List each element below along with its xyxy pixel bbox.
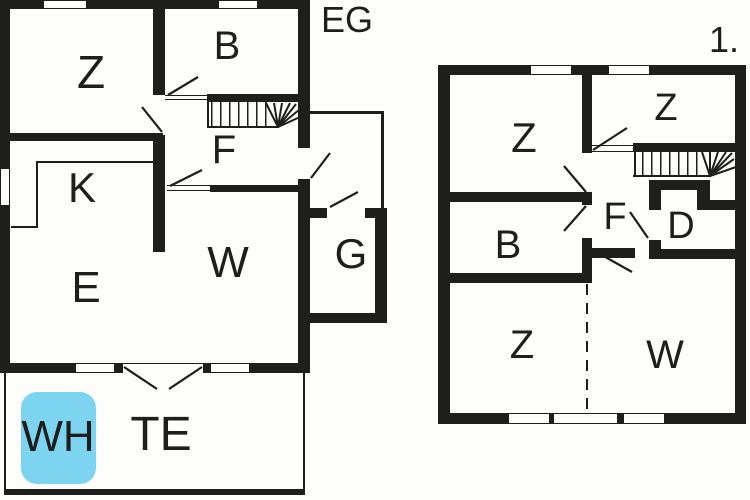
wall	[210, 185, 300, 192]
wall	[0, 133, 163, 141]
terrace-door-opening	[123, 363, 203, 373]
kitchen-partition-line	[36, 161, 38, 228]
wall	[375, 208, 387, 323]
staircase	[642, 152, 698, 176]
door-threshold	[167, 190, 210, 191]
staircase	[211, 102, 268, 127]
wall	[440, 273, 590, 283]
stair-fan-eg	[265, 102, 301, 128]
room-label-hallway: F	[211, 128, 237, 172]
room-label-shower: D	[667, 205, 695, 247]
window	[0, 168, 10, 206]
room-label-bedroom-1: Z	[511, 114, 537, 161]
door-threshold	[165, 95, 207, 96]
wall	[0, 0, 310, 9]
window	[623, 413, 665, 424]
wall	[153, 135, 165, 252]
door-swings-eg	[123, 76, 359, 390]
room-label-hallway-og: F	[603, 196, 627, 238]
door-threshold	[167, 185, 210, 186]
wall	[440, 192, 590, 202]
floor-title-eg: EG	[320, 0, 374, 40]
whirlpool-highlight	[21, 392, 96, 484]
room-label-storage: G	[334, 230, 368, 277]
wall	[649, 249, 746, 259]
door-opening	[327, 208, 365, 218]
door-threshold	[592, 151, 633, 152]
stair-edge	[634, 152, 636, 176]
wall	[633, 143, 746, 152]
window	[75, 363, 115, 373]
room-label-bedroom-2: Z	[654, 87, 678, 129]
wall	[697, 200, 746, 210]
window	[553, 413, 618, 424]
window	[43, 0, 87, 9]
room-label-bathroom-og: B	[494, 223, 522, 267]
wall	[582, 248, 635, 258]
room-label-terrace: TE	[130, 408, 192, 461]
wall	[735, 65, 746, 424]
room-label-bathroom: B	[213, 24, 241, 68]
wall	[298, 0, 310, 373]
wall	[582, 75, 592, 153]
wall	[153, 9, 165, 95]
stair-edge	[633, 175, 711, 177]
wall	[649, 240, 661, 250]
stair-edge	[207, 102, 209, 128]
window	[608, 65, 650, 75]
kitchen-partition-line	[37, 161, 160, 163]
room-label-living: W	[207, 238, 249, 287]
room-label-dining: E	[71, 263, 101, 312]
wall	[438, 65, 450, 424]
room-label-living-og: W	[646, 333, 684, 377]
room-label-bedroom: Z	[76, 46, 106, 98]
wall	[381, 111, 384, 210]
wall	[438, 65, 746, 75]
door-opening	[298, 147, 310, 180]
door-threshold	[592, 145, 633, 146]
window	[530, 65, 572, 75]
door-swings-og	[563, 127, 649, 273]
stair-edge	[207, 126, 279, 128]
wall	[582, 238, 592, 283]
room-label-kitchen: K	[67, 164, 97, 211]
stair-fan-og	[701, 151, 737, 177]
floor-title-og: 1.	[708, 19, 740, 60]
wall	[649, 180, 697, 190]
wall	[207, 94, 300, 102]
kitchen-partition-line	[11, 226, 38, 228]
room-label-whirlpool: WH	[21, 412, 95, 461]
window	[218, 0, 258, 9]
window	[508, 413, 550, 424]
wall	[308, 111, 384, 114]
door-threshold	[165, 99, 207, 100]
room-label-bedroom-3: Z	[509, 323, 535, 367]
wall	[308, 313, 387, 323]
window	[210, 363, 250, 373]
